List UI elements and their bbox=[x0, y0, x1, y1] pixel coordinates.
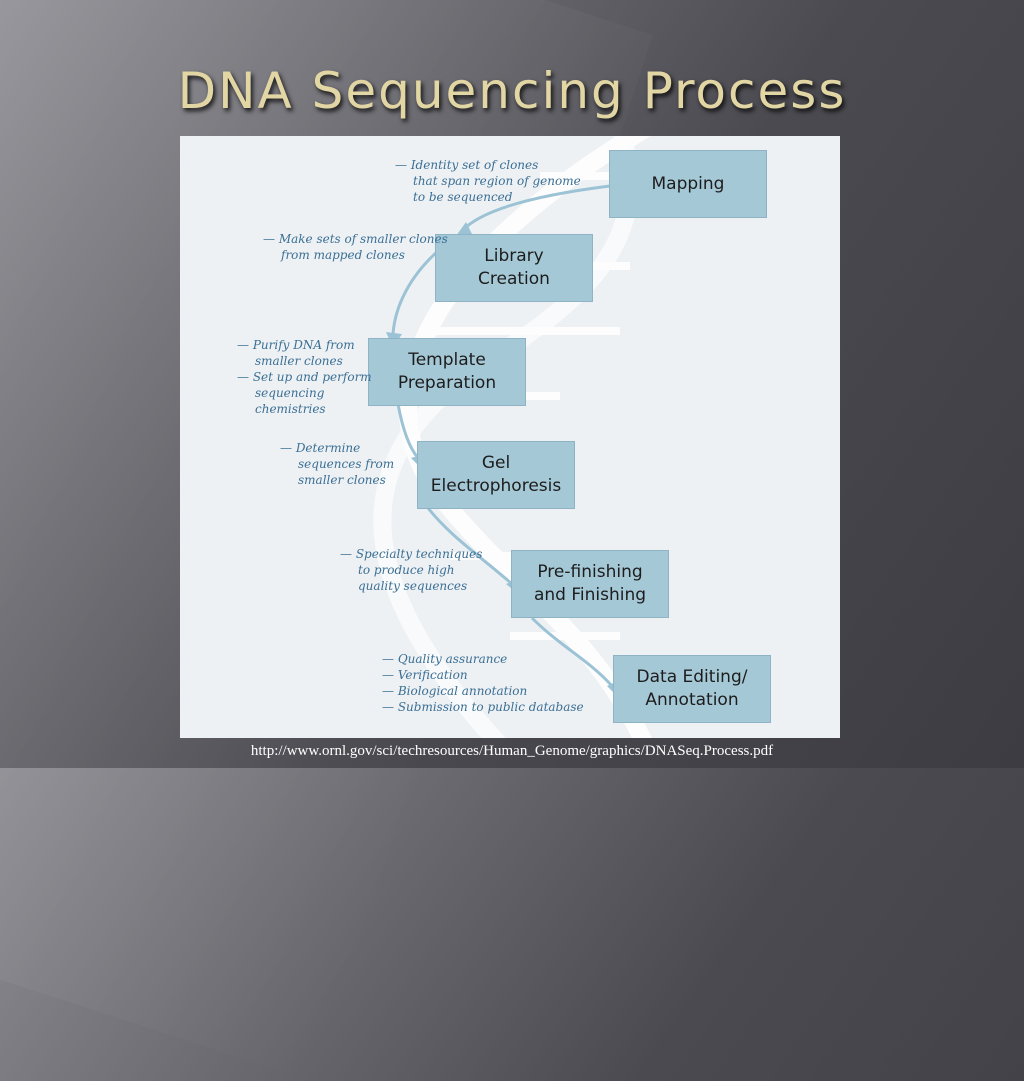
step-library-creation-line1: Library bbox=[484, 246, 544, 266]
note-pre-finishing: — Specialty techniques to produce high q… bbox=[340, 546, 482, 594]
step-library-creation-line2: Creation bbox=[478, 269, 550, 289]
step-mapping: Mapping bbox=[609, 150, 767, 218]
step-template-preparation: Template Preparation bbox=[368, 338, 526, 406]
note-line: — Purify DNA from bbox=[237, 338, 355, 352]
note-line: to be sequenced bbox=[413, 190, 513, 204]
helix-and-flow-arrows bbox=[373, 136, 652, 738]
step-library-creation: Library Creation bbox=[435, 234, 593, 302]
note-line: chemistries bbox=[255, 402, 326, 416]
note-line: from mapped clones bbox=[281, 248, 405, 262]
flow-arrows bbox=[391, 184, 614, 687]
step-gel-electrophoresis: Gel Electrophoresis bbox=[417, 441, 575, 509]
note-line: — Specialty techniques bbox=[340, 547, 483, 561]
note-line: — Make sets of smaller clones bbox=[263, 232, 448, 246]
dna-sequencing-diagram: Mapping Library Creation Template Prepar… bbox=[180, 136, 840, 738]
note-line: smaller clones bbox=[298, 473, 386, 487]
note-template-preparation: — Purify DNA from smaller clones — Set u… bbox=[237, 337, 372, 417]
note-library-creation: — Make sets of smaller clones from mappe… bbox=[263, 231, 448, 263]
step-data-editing: Data Editing/ Annotation bbox=[613, 655, 771, 723]
note-line: sequencing bbox=[255, 386, 325, 400]
step-gel-electrophoresis-line2: Electrophoresis bbox=[430, 476, 562, 496]
note-line: — Quality assurance bbox=[382, 652, 508, 666]
note-line: — Identity set of clones bbox=[395, 158, 539, 172]
step-pre-finishing-line1: Pre-finishing bbox=[537, 562, 643, 582]
note-mapping: — Identity set of clones that span regio… bbox=[395, 157, 581, 205]
note-gel-electrophoresis: — Determine sequences from smaller clone… bbox=[280, 440, 394, 488]
step-gel-electrophoresis-line1: Gel bbox=[481, 453, 511, 473]
note-line: — Verification bbox=[382, 668, 468, 682]
note-line: sequences from bbox=[298, 457, 395, 471]
note-line: quality sequences bbox=[358, 579, 468, 593]
step-data-editing-line2: Annotation bbox=[645, 690, 739, 710]
step-pre-finishing: Pre-finishing and Finishing bbox=[511, 550, 669, 618]
step-template-preparation-line1: Template bbox=[408, 350, 486, 370]
note-line: to produce high bbox=[358, 563, 455, 577]
dna-helix-decoration bbox=[373, 136, 652, 738]
step-mapping-label: Mapping bbox=[651, 173, 725, 194]
slide-title: DNA Sequencing Process bbox=[177, 62, 847, 120]
note-line: — Set up and perform bbox=[237, 370, 372, 384]
note-line: smaller clones bbox=[255, 354, 343, 368]
note-line: — Submission to public database bbox=[382, 700, 584, 714]
step-template-preparation-line2: Preparation bbox=[397, 373, 497, 393]
note-line: that span region of genome bbox=[413, 174, 581, 188]
note-line: — Biological annotation bbox=[382, 684, 528, 698]
step-pre-finishing-line2: and Finishing bbox=[533, 585, 647, 605]
note-line: — Determine bbox=[280, 441, 361, 455]
source-url: http://www.ornl.gov/sci/techresources/Hu… bbox=[250, 743, 774, 759]
step-data-editing-line1: Data Editing/ bbox=[636, 667, 748, 687]
note-data-editing: — Quality assurance — Verification — Bio… bbox=[382, 651, 584, 715]
